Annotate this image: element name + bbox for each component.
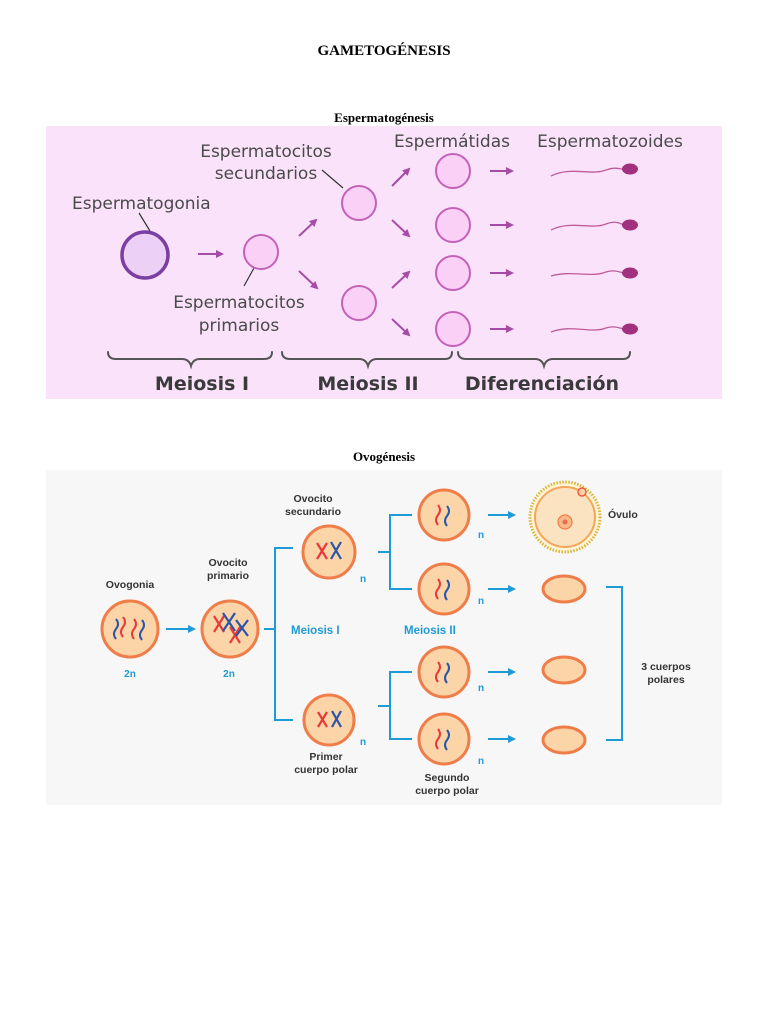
- arrow-secondary-to-spermatid-4: [391, 318, 411, 337]
- phase-label-differentiation: Diferenciación: [465, 373, 619, 395]
- phase-label-meiosis2: Meiosis II: [317, 373, 418, 395]
- arrow-secondary-to-spermatid-3: [391, 270, 411, 289]
- oogonia-label: Ovogonia: [106, 579, 155, 591]
- document-title: GAMETOGÉNESIS: [317, 43, 451, 59]
- ploidy-oogonia: 2n: [124, 669, 136, 680]
- primary-oocyte-cell: [200, 599, 260, 659]
- ploidy-second-polar-body-1: n: [478, 596, 484, 607]
- primary-pointer: [243, 267, 255, 287]
- second-polar-body-cell-3: [417, 712, 471, 766]
- meiosis1-label: Meiosis I: [291, 625, 340, 637]
- spermatozoon-2: [550, 219, 638, 231]
- meiosis2-label: Meiosis II: [404, 625, 456, 637]
- spermatid-cell-4: [435, 311, 471, 347]
- bracket-meiosis1: [274, 547, 293, 721]
- secondary-spermatocytes-label-line2: secundarios: [215, 164, 318, 184]
- first-polar-body-label-line1: Primer: [309, 751, 342, 763]
- spermatogenesis-diagram: Espermatogonia Espermatocitos secundario…: [46, 126, 722, 399]
- spermatozoon-3: [550, 267, 638, 279]
- spermatogenesis-heading: Espermatogénesis: [334, 110, 434, 125]
- oogenesis-background: [46, 470, 722, 805]
- oogonia-cell: [100, 599, 160, 659]
- primary-spermatocytes-label-line1: Espermatocitos: [173, 293, 305, 313]
- polar-bodies-label-line1: 3 cuerpos: [641, 661, 691, 673]
- ploidy-primary-oocyte: 2n: [223, 669, 235, 680]
- secondary-oocyte-label-line1: Ovocito: [293, 493, 332, 505]
- ploidy-ootid: n: [478, 530, 484, 541]
- second-polar-body-label-line2: cuerpo polar: [415, 785, 479, 797]
- second-polar-body-cell-2: [417, 645, 471, 699]
- polar-body-3: [541, 725, 587, 755]
- secondary-pointer: [321, 169, 344, 189]
- ploidy-second-polar-body-2: n: [478, 683, 484, 694]
- arrow-primary-to-secondary-bottom: [298, 270, 319, 290]
- phase-label-meiosis1: Meiosis I: [155, 373, 249, 395]
- arrow-secondary-to-spermatid-1: [391, 167, 411, 187]
- polar-body-2: [541, 655, 587, 685]
- second-polar-body-label-line1: Segundo: [425, 772, 470, 784]
- arrow-primary-to-secondary-top: [298, 218, 318, 237]
- spermatogonia-cell: [120, 230, 170, 280]
- primary-oocyte-label-line2: primario: [207, 570, 249, 582]
- ovum-label: Óvulo: [608, 508, 638, 521]
- spermatozoon-4: [550, 323, 638, 335]
- oogenesis-diagram: Ovogonia Ovocito primario Ovocito secund…: [46, 470, 722, 805]
- spermatogonia-pointer: [138, 212, 151, 232]
- spermatid-cell-2: [435, 207, 471, 243]
- spermatids-label: Espermátidas: [394, 132, 510, 152]
- first-polar-body-label-line2: cuerpo polar: [294, 764, 358, 776]
- spermatid-cell-1: [435, 153, 471, 189]
- secondary-spermatocytes-label-line1: Espermatocitos: [200, 142, 332, 162]
- arrow-secondary-to-spermatid-2: [391, 219, 411, 238]
- oogenesis-heading: Ovogénesis: [352, 449, 416, 464]
- primary-spermatocyte-cell: [243, 234, 279, 270]
- polar-bodies-label-line2: polares: [647, 674, 685, 686]
- primary-oocyte-label-line1: Ovocito: [208, 557, 247, 569]
- secondary-oocyte-label-line2: secundario: [285, 506, 341, 518]
- secondary-spermatocyte-cell-bottom: [341, 285, 377, 321]
- ploidy-secondary-oocyte: n: [360, 574, 366, 585]
- ootid-cell: [417, 488, 471, 542]
- secondary-oocyte-cell: [301, 524, 357, 580]
- spermatid-cell-3: [435, 255, 471, 291]
- spermatogonia-label: Espermatogonia: [72, 194, 211, 214]
- primary-spermatocytes-label-line2: primarios: [199, 316, 280, 336]
- second-polar-body-cell-1: [417, 562, 471, 616]
- polar-body-1: [541, 574, 587, 604]
- brace-differentiation: [457, 351, 631, 370]
- brace-meiosis2: [281, 351, 453, 370]
- spermatozoa-label: Espermatozoides: [537, 132, 683, 152]
- spermatozoon-1: [550, 163, 638, 177]
- first-polar-body-cell: [302, 693, 356, 747]
- bracket-polar-bodies: [606, 586, 623, 741]
- ploidy-second-polar-body-3: n: [478, 756, 484, 767]
- ploidy-first-polar-body: n: [360, 737, 366, 748]
- ovum-cell: [528, 480, 602, 554]
- brace-meiosis1: [107, 351, 273, 370]
- secondary-spermatocyte-cell-top: [341, 185, 377, 221]
